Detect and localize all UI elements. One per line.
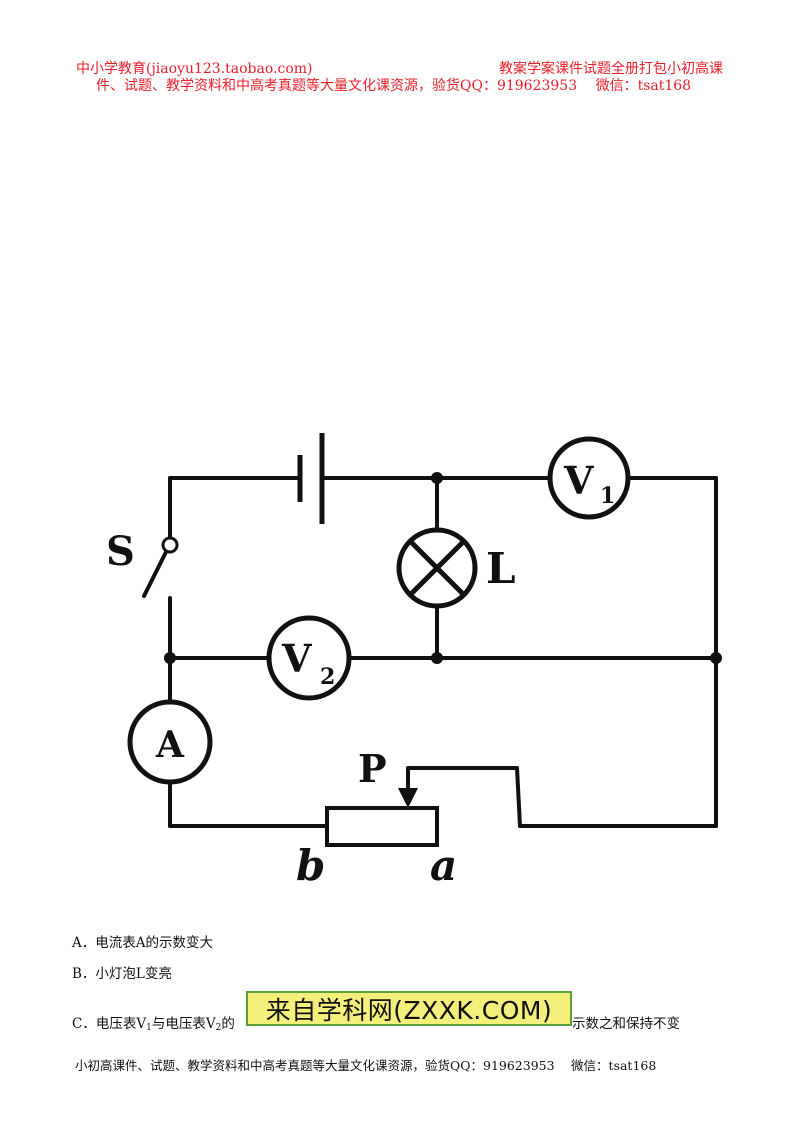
footer-promo: 小初高课件、试题、教学资料和中高考真题等大量文化课资源，验货QQ：9196239… (75, 1058, 657, 1073)
header-shop-name: 中小学教育(jiaoyu123.taobao.com) (76, 61, 313, 77)
wire-slider-riser (515, 766, 522, 828)
voltmeter-v1 (547, 436, 631, 520)
option-c-pre: C．电压表V (72, 1016, 147, 1032)
label-ammeter-a: A (155, 724, 185, 766)
option-c: C．电压表V1与电压表V2的 (72, 1012, 235, 1033)
label-lamp-l: L (486, 544, 516, 593)
header-promo-line2: 件、试题、教学资料和中高考真题等大量文化课资源，验货QQ：919623953 微… (96, 78, 692, 94)
rheostat-body (325, 806, 439, 847)
option-c-mid: 与电压表V (151, 1016, 216, 1032)
option-c-post: 的 (221, 1016, 235, 1032)
junction-right (710, 652, 722, 664)
watermark-banner: 来自学科网(ZXXK.COM) (246, 991, 572, 1026)
label-v1: V (563, 458, 595, 503)
junction-left (164, 652, 176, 664)
header-promo: 教案学案课件试题全册打包小初高课 (499, 61, 723, 77)
label-v1-sub: 1 (600, 483, 615, 509)
label-end-a: a (430, 841, 457, 890)
switch-pivot (161, 536, 179, 554)
slider-arrow-icon (398, 788, 418, 808)
switch-blade (142, 546, 170, 598)
voltmeter-v2 (266, 615, 352, 701)
circuit-diagram: S L V 1 V 2 A P b a (106, 433, 722, 890)
label-slider-p: P (358, 746, 387, 791)
option-c-tail: 示数之和保持不变 (572, 1016, 680, 1032)
junction-mid (431, 652, 443, 664)
label-v2-sub: 2 (320, 664, 335, 690)
label-end-b: b (296, 841, 325, 890)
junction-top (431, 472, 443, 484)
label-switch-s: S (106, 528, 135, 575)
option-a: A．电流表A的示数变大 (72, 935, 213, 951)
option-c-sub1: 1 (146, 1023, 152, 1033)
option-c-sub2: 2 (215, 1023, 222, 1033)
lamp-cross-b (408, 539, 466, 597)
option-b: B．小灯泡L变亮 (72, 966, 172, 982)
ammeter (127, 699, 213, 785)
label-v2: V (281, 636, 313, 681)
